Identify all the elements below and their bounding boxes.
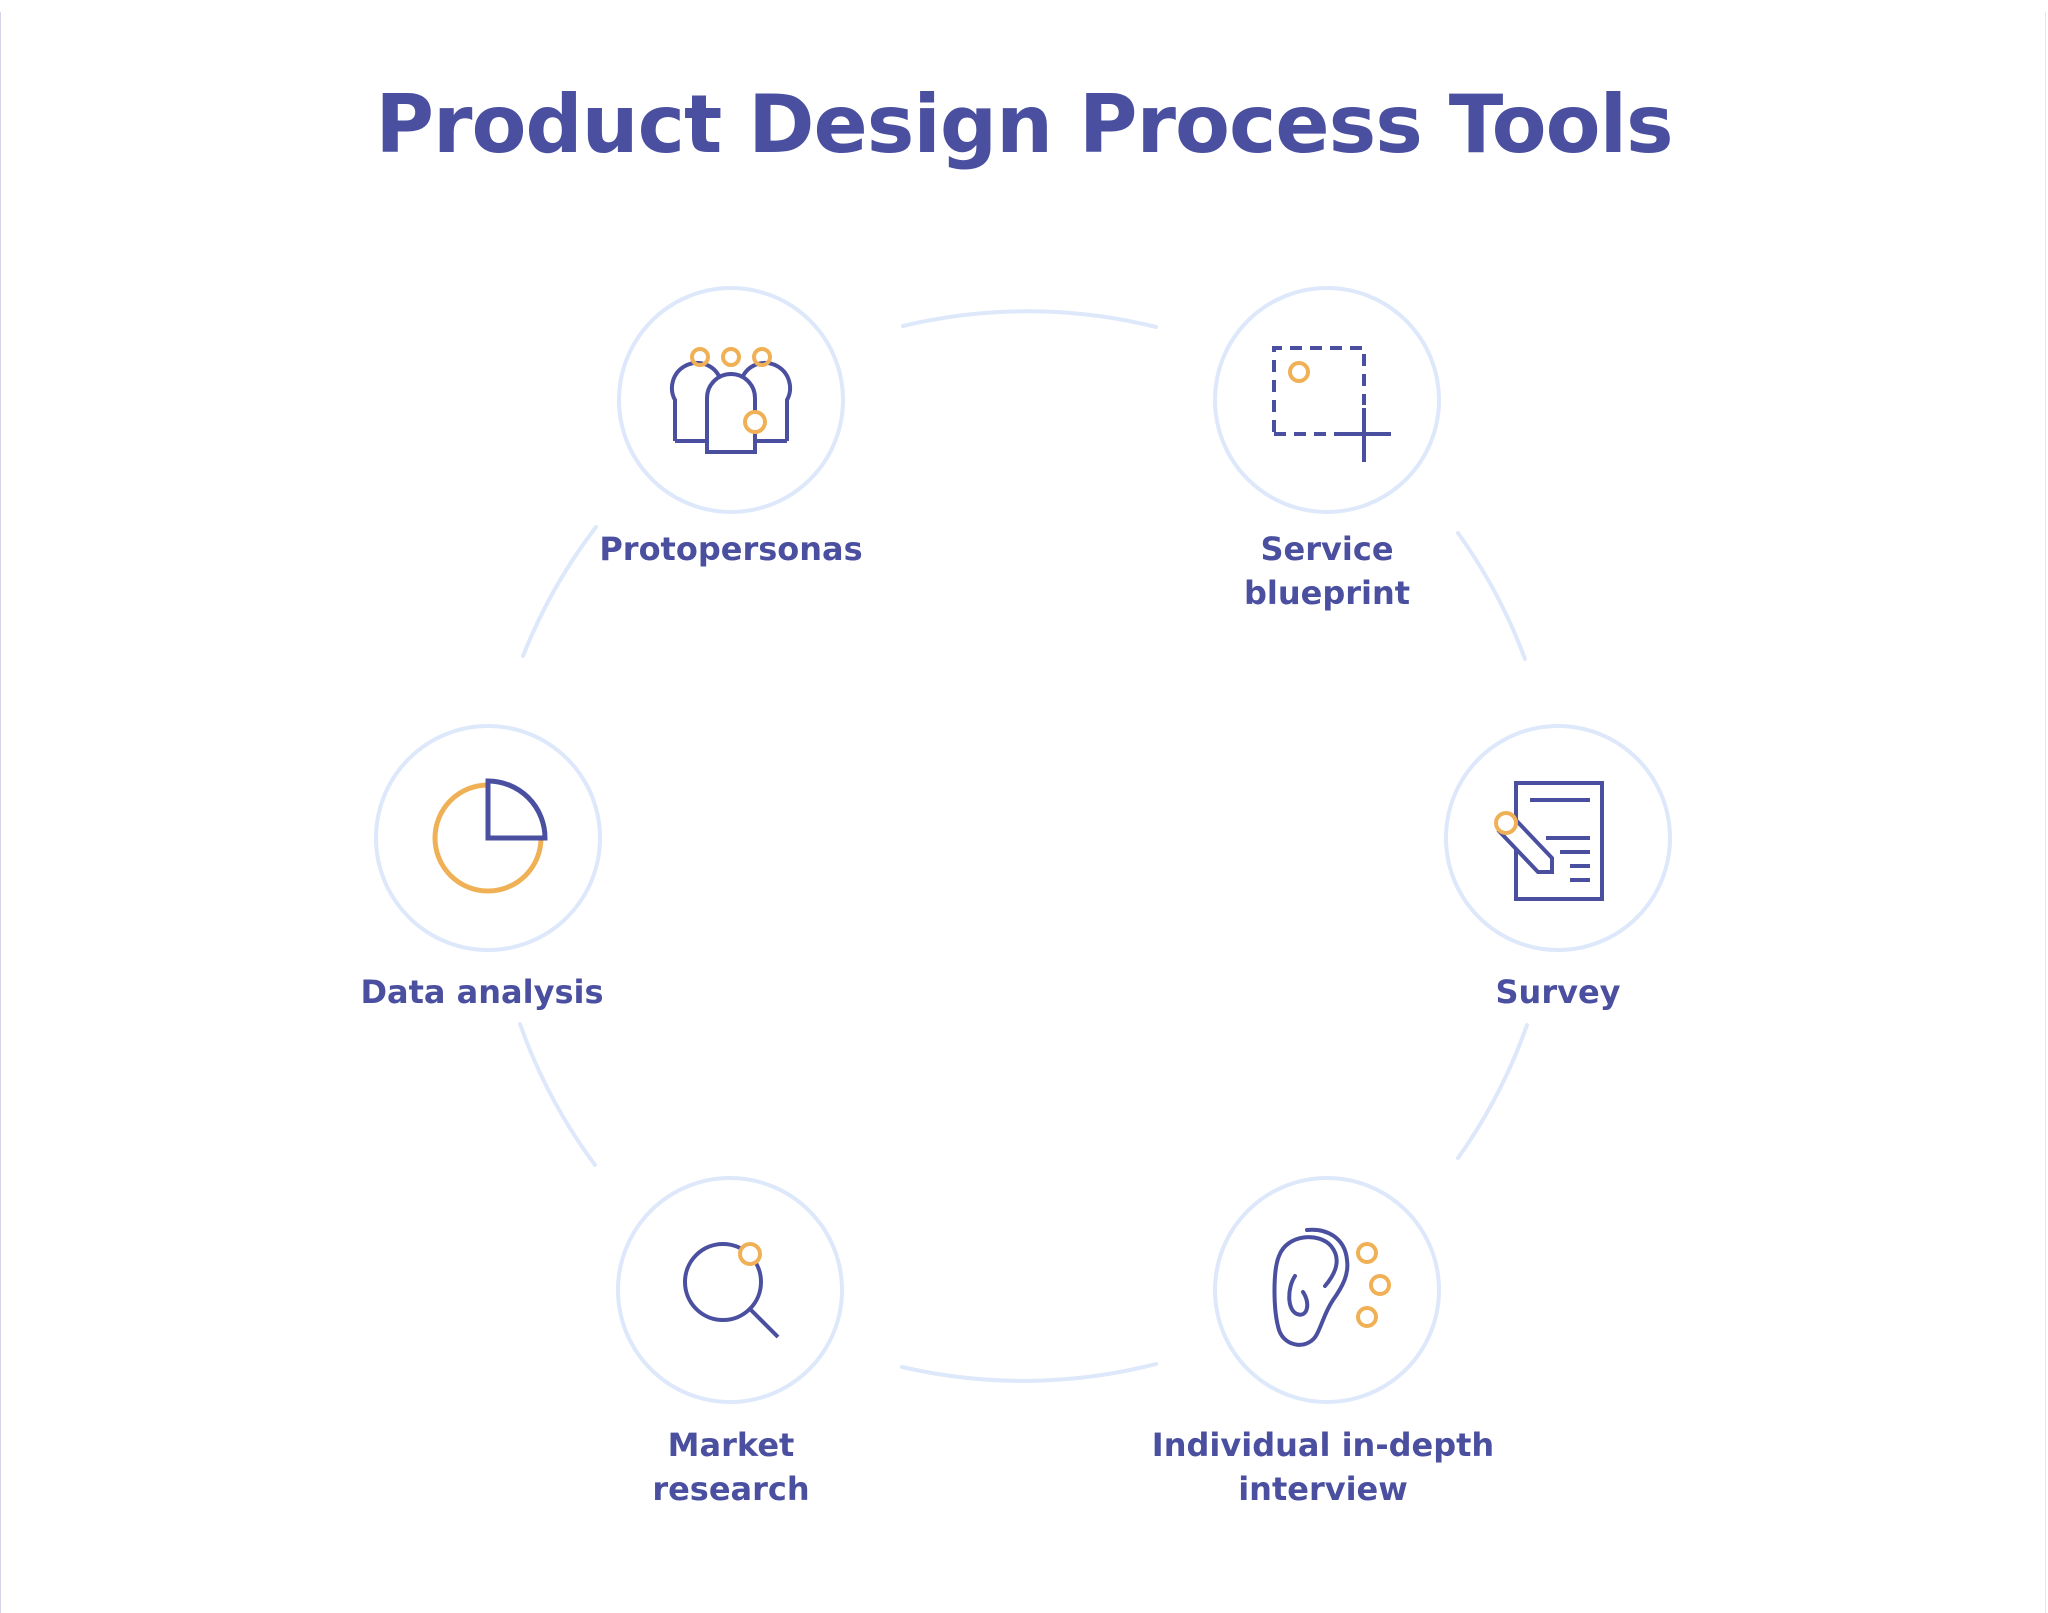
magnifier-icon bbox=[683, 1242, 780, 1339]
label-data-analysis: Data analysis bbox=[272, 970, 692, 1014]
label-line: Market bbox=[667, 1426, 795, 1464]
label-line: interview bbox=[1238, 1470, 1408, 1508]
arc-upper-left bbox=[521, 525, 598, 658]
arc-lower-left bbox=[518, 1022, 597, 1167]
arc-upper-right bbox=[1456, 531, 1527, 661]
pie-chart-icon bbox=[432, 778, 548, 894]
cycle-ring-arcs bbox=[518, 309, 1529, 1383]
page-title: Product Design Process Tools bbox=[375, 78, 1673, 171]
node-data-analysis bbox=[374, 724, 602, 952]
label-line: Data analysis bbox=[360, 973, 604, 1011]
label-service-blueprint: Service blueprint bbox=[1117, 527, 1537, 615]
people-group-icon bbox=[669, 347, 793, 454]
label-individual-interview: Individual in-depth interview bbox=[1113, 1423, 1533, 1511]
node-survey bbox=[1444, 724, 1672, 952]
image-frame bbox=[0, 12, 2046, 1613]
label-survey: Survey bbox=[1348, 970, 1768, 1014]
node-service-blueprint bbox=[1213, 286, 1441, 514]
label-line: blueprint bbox=[1243, 574, 1411, 612]
node-ring bbox=[1213, 286, 1441, 514]
label-line: Protopersonas bbox=[599, 530, 863, 568]
arc-lower-right bbox=[1456, 1023, 1529, 1160]
node-protopersonas bbox=[617, 286, 845, 514]
node-ring bbox=[616, 1176, 844, 1404]
label-line: Survey bbox=[1495, 973, 1621, 1011]
label-line: Individual in-depth bbox=[1151, 1426, 1495, 1464]
label-market-research: Market research bbox=[521, 1423, 941, 1511]
label-protopersonas: Protopersonas bbox=[521, 527, 941, 571]
ear-icon bbox=[1272, 1227, 1350, 1347]
sound-dots-icon bbox=[1356, 1242, 1391, 1328]
dashed-selection-plus-icon bbox=[1272, 346, 1391, 462]
document-pencil-icon bbox=[1494, 781, 1604, 901]
arc-bottom bbox=[900, 1362, 1158, 1383]
node-individual-interview bbox=[1213, 1176, 1441, 1404]
node-ring bbox=[1213, 1176, 1441, 1404]
node-market-research bbox=[616, 1176, 844, 1404]
label-line: research bbox=[652, 1470, 810, 1508]
arc-top bbox=[901, 309, 1158, 329]
label-line: Service bbox=[1260, 530, 1394, 568]
